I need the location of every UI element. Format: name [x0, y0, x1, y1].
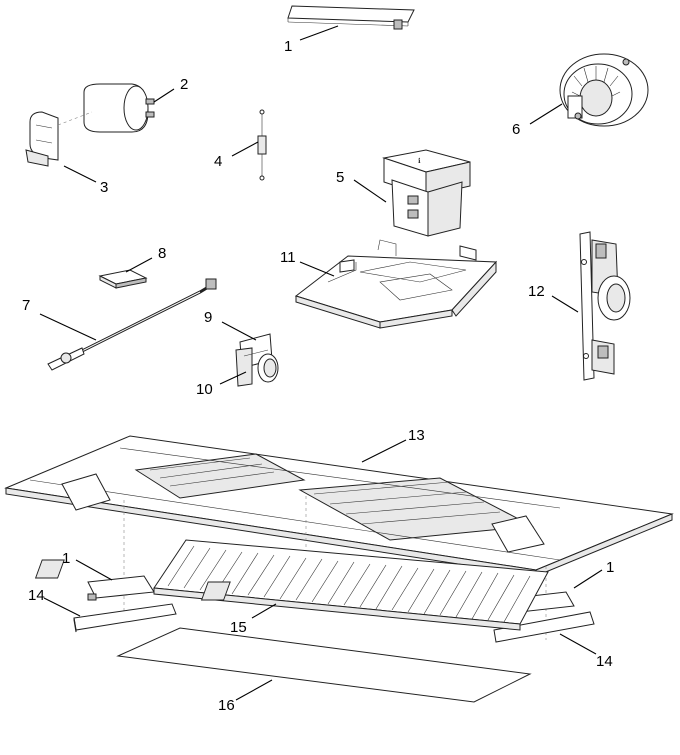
- callout-9: 9: [204, 309, 212, 326]
- callout-14-right: 14: [596, 653, 613, 670]
- leader-9: [221, 321, 257, 341]
- part-bottom-plate: [4, 435, 674, 640]
- leader-14-right: [559, 633, 597, 655]
- callout-11: 11: [280, 249, 296, 266]
- part-diode: [257, 109, 267, 181]
- leader-1-left: [75, 559, 113, 581]
- part-bracket-top: [287, 5, 415, 30]
- part-bracket-left: [87, 575, 155, 601]
- leader-5: [353, 179, 387, 203]
- leader-14-left: [43, 597, 81, 617]
- part-door-interlock-switches: [579, 231, 631, 381]
- leader-11: [299, 261, 335, 277]
- leader-13: [361, 439, 407, 463]
- callout-15: 15: [230, 619, 247, 636]
- callout-1-left: 1: [62, 550, 70, 567]
- callout-13: 13: [408, 427, 425, 444]
- callout-7: 7: [22, 297, 30, 314]
- leader-16: [235, 679, 273, 701]
- part-power-cord: [47, 278, 217, 371]
- leader-2: [153, 88, 175, 103]
- leader-7: [39, 313, 97, 341]
- leader-6: [529, 103, 563, 125]
- part-latch-switch: [235, 333, 279, 387]
- callout-2: 2: [180, 76, 188, 93]
- svg-text:ℹ︎: ℹ︎: [418, 157, 421, 165]
- callout-6: 6: [512, 121, 520, 138]
- leader-8: [125, 257, 153, 273]
- part-capacitor: [83, 83, 155, 133]
- callout-8: 8: [158, 245, 166, 262]
- callout-16: 16: [218, 697, 235, 714]
- part-filter-pad-left: [73, 603, 177, 633]
- leader-3: [63, 165, 97, 183]
- part-grease-filter: [116, 627, 532, 703]
- leader-1-right: [573, 569, 603, 589]
- leader-1-top: [299, 25, 339, 41]
- callout-10: 10: [196, 381, 213, 398]
- callout-3: 3: [100, 179, 108, 196]
- part-fan-motor: [559, 53, 649, 127]
- leader-10: [219, 371, 247, 385]
- callout-1-right: 1: [606, 559, 614, 576]
- leader-lines: [39, 25, 603, 701]
- callout-14-left: 14: [28, 587, 45, 604]
- callout-12: 12: [528, 283, 545, 300]
- callout-5: 5: [336, 169, 344, 186]
- callout-4: 4: [214, 153, 222, 170]
- callout-1-top: 1: [284, 38, 292, 55]
- callout-labels: 1 2 3 4 5 6 7 8 9 10 11 12 13 1 14 15 1 …: [22, 38, 614, 714]
- part-capacitor-clamp: [25, 111, 93, 167]
- leader-4: [231, 141, 259, 157]
- leader-12: [551, 295, 579, 313]
- part-transformer: ℹ︎: [382, 149, 471, 237]
- part-thermal-cutout: [98, 269, 148, 289]
- part-vent-grille: [34, 539, 549, 631]
- part-filter-pad-right: [493, 611, 595, 643]
- leader-15: [251, 603, 277, 619]
- part-base-plate: [294, 239, 498, 329]
